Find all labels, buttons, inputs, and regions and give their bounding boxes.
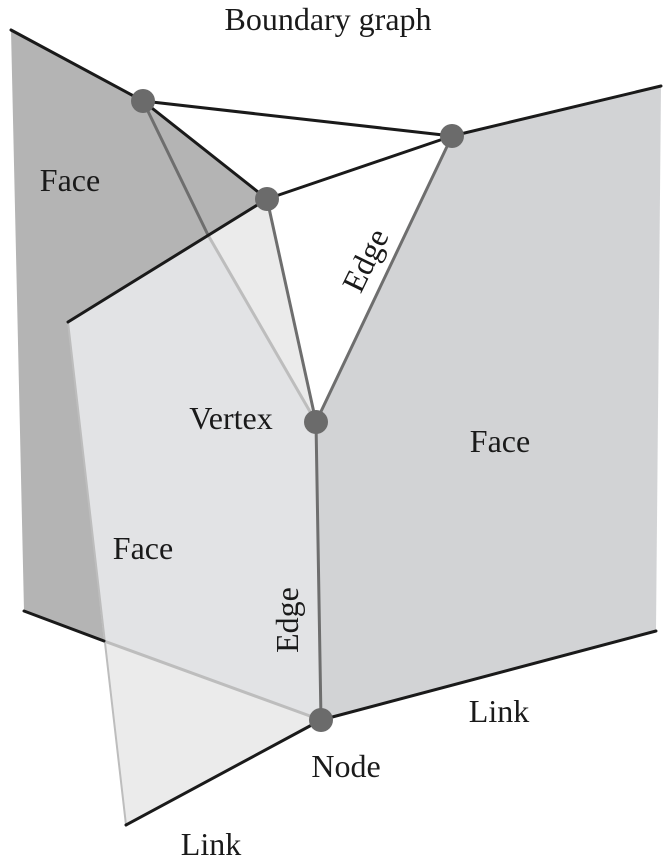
vertex-top-left — [131, 89, 155, 113]
vertex-inner — [255, 187, 279, 211]
face-left-panel — [11, 30, 267, 641]
hidden-edge-top-to-vertex — [206, 233, 318, 424]
front-left-edge — [67, 321, 127, 826]
edge-inner-to-vertex — [265, 197, 318, 424]
face-right-panel — [316, 86, 661, 720]
title: Boundary graph — [224, 1, 431, 37]
label-face-right: Face — [470, 423, 530, 459]
boundary-right-top — [450, 84, 663, 138]
link-left-upper — [22, 609, 106, 643]
boundary-inner-to-right — [265, 134, 454, 201]
edge-top-left-to-vertex — [141, 99, 210, 237]
link-bottom — [124, 718, 323, 827]
label-vertex: Vertex — [189, 400, 273, 436]
edge-vertex-to-node — [314, 420, 323, 722]
edge-right-to-vertex — [314, 134, 454, 424]
boundary-top-left — [9, 28, 145, 103]
face-front-panel — [68, 199, 321, 720]
boundary-to-inner — [141, 99, 269, 201]
link-right — [319, 629, 658, 722]
face-front-lower — [104, 641, 321, 825]
hidden-edge-to-node — [102, 639, 323, 722]
vertex-top-right — [440, 124, 464, 148]
label-link-right: Link — [469, 693, 529, 729]
boundary-inner-to-front — [66, 197, 269, 324]
label-edge-lower: Edge — [269, 587, 305, 653]
boundary-top-triangle — [141, 99, 454, 138]
label-node: Node — [311, 748, 380, 784]
label-face-top-left: Face — [40, 162, 100, 198]
node-point — [309, 708, 333, 732]
vertex-point — [304, 410, 328, 434]
label-link-bottom: Link — [181, 826, 241, 862]
label-face-front: Face — [113, 530, 173, 566]
face-front-wedge — [208, 199, 316, 422]
